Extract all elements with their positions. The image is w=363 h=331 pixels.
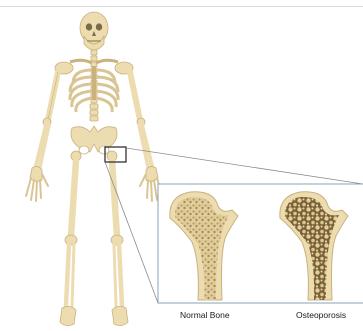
- left-arm: [26, 72, 58, 201]
- osteoporosis-label: Osteoporosis: [296, 310, 346, 320]
- skull: [80, 12, 108, 50]
- right-arm: [130, 72, 162, 201]
- normal-bone-label: Normal Bone: [180, 310, 230, 320]
- pelvis: [71, 126, 117, 154]
- left-leg: [60, 151, 81, 326]
- zoom-panel: [158, 184, 363, 303]
- right-leg: [107, 151, 128, 326]
- skeleton-icon: [26, 12, 162, 326]
